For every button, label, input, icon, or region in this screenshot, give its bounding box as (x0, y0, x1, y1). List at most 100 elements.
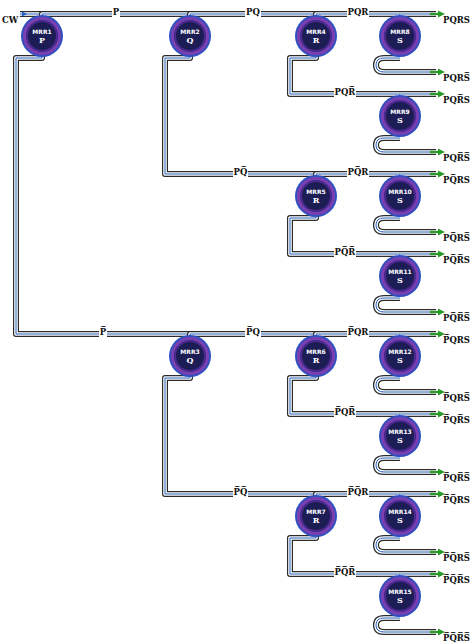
ring-name: MRR2 (180, 28, 199, 35)
edge-label-holder: PQ̅R (347, 161, 370, 179)
microring-resonator: MRR9S (381, 97, 419, 135)
waveguide-core (20, 12, 42, 16)
light-flow (290, 55, 400, 97)
control-variable: S (397, 275, 403, 285)
edge-label-holder: PQ̅R̅ (334, 241, 357, 259)
edge-label: PQR (347, 7, 370, 17)
waveguide-outline (376, 58, 436, 72)
edge-label: P̅ (99, 327, 107, 337)
output-label-holder: P̅Q̅RS (442, 489, 471, 507)
waveguide-connector (290, 55, 400, 97)
waveguide-core (376, 138, 436, 152)
light-flow (376, 538, 436, 552)
output-label-holder: P̅QRS̅ (442, 387, 471, 405)
output-label: PQ̅RS̅ (442, 233, 471, 243)
output-label: P̅QR̅S̅ (442, 473, 471, 483)
output-label-holder: P̅Q̅R̅S̅ (442, 627, 471, 644)
edge-label: P̅Q̅R (347, 487, 370, 497)
edge-label: PQR̅ (334, 87, 357, 97)
waveguide-connector (290, 375, 400, 417)
ring-name: MRR15 (388, 588, 412, 595)
edge-label-holder: P̅Q (245, 321, 261, 339)
control-variable: Q (187, 355, 194, 365)
output-label-holder: P̅Q̅R̅S (442, 569, 471, 587)
output-label: P̅QR̅S (442, 415, 471, 425)
output-label: PQR̅S (442, 95, 471, 105)
waveguide-outline (20, 11, 42, 17)
output-label: PQ̅R̅S̅ (442, 313, 471, 323)
ring-name: MRR5 (306, 188, 325, 195)
waveguide-outline (290, 535, 400, 577)
waveguide-outline (376, 298, 436, 312)
edge-label: P̅Q̅R̅ (334, 567, 357, 577)
waveguide-core (165, 375, 316, 497)
control-variable: Q (187, 35, 194, 45)
waveguide-outline (290, 55, 400, 97)
control-variable: S (397, 115, 403, 125)
waveguide-outline (376, 538, 436, 552)
waveguide-outline (376, 458, 436, 472)
ring-name: MRR3 (180, 348, 199, 355)
control-variable: R (313, 515, 320, 525)
waveguide-outline (165, 55, 316, 177)
waveguide-core (290, 55, 400, 97)
waveguide-outline (290, 375, 400, 417)
edge-label-holder: PQ (245, 1, 261, 19)
ring-name: MRR10 (388, 188, 412, 195)
output-label-holder: PQRS (442, 9, 471, 27)
control-variable: S (397, 595, 403, 605)
waveguide-outline (290, 215, 400, 257)
output-label: P̅Q̅R̅S̅ (442, 633, 471, 643)
output-label: PQ̅R̅S (442, 255, 471, 265)
microring-resonator: MRR3Q (171, 337, 209, 375)
edge-label-holder: P̅Q̅R (347, 481, 370, 499)
waveguide-connector (165, 375, 316, 497)
edge-label: P̅QR (347, 327, 370, 337)
waveguide-core (376, 218, 436, 232)
waveguide-core (376, 618, 436, 632)
light-flow (290, 215, 400, 257)
light-flow (376, 458, 436, 472)
light-flow (376, 138, 436, 152)
edge-label-holder: P̅Q̅R̅ (334, 561, 357, 579)
ring-name: MRR11 (388, 268, 412, 275)
ring-name: MRR9 (390, 108, 409, 115)
light-flow (290, 375, 400, 417)
control-variable: R (313, 195, 320, 205)
waveguide-core (376, 378, 436, 392)
control-variable: R (313, 355, 320, 365)
waveguide-core (376, 458, 436, 472)
output-waveguides (376, 11, 445, 636)
edge-label: PQ̅ (233, 167, 249, 177)
output-label-holder: P̅QR̅S̅ (442, 467, 471, 485)
output-label: P̅Q̅R̅S (442, 575, 471, 585)
control-variable: R (313, 35, 320, 45)
ring-name: MRR7 (306, 508, 325, 515)
microring-resonator: MRR11S (381, 257, 419, 295)
microring-resonator: MRR14S (381, 497, 419, 535)
waveguide-core (290, 215, 400, 257)
edge-label-holder: P̅ (99, 321, 107, 339)
waveguide-outline (376, 378, 436, 392)
output-label-holder: PQR̅S̅ (442, 147, 471, 165)
light-flow (165, 375, 316, 497)
input-label: CW (1, 15, 19, 25)
input-waveguide (20, 12, 42, 17)
output-label: P̅Q̅RS (442, 495, 471, 505)
waveguide-core (290, 375, 400, 417)
output-label: PQR̅S̅ (442, 153, 471, 163)
output-label-holder: PQ̅RS̅ (442, 227, 471, 245)
control-variable: S (397, 435, 403, 445)
edge-label-holder: P (112, 1, 120, 19)
microring-resonator: MRR8S (381, 17, 419, 55)
waveguide-core (376, 538, 436, 552)
output-label: P̅QRS̅ (442, 393, 471, 403)
edge-label-holder: P̅QR̅ (334, 401, 357, 419)
ring-name: MRR8 (390, 28, 409, 35)
output-label: PQ̅RS (442, 175, 471, 185)
waveguide-outline (376, 218, 436, 232)
waveguide-outline (376, 138, 436, 152)
waveguide-outline (376, 618, 436, 632)
microring-resonator: MRR6R (297, 337, 335, 375)
output-label: P̅QRS (442, 335, 471, 345)
